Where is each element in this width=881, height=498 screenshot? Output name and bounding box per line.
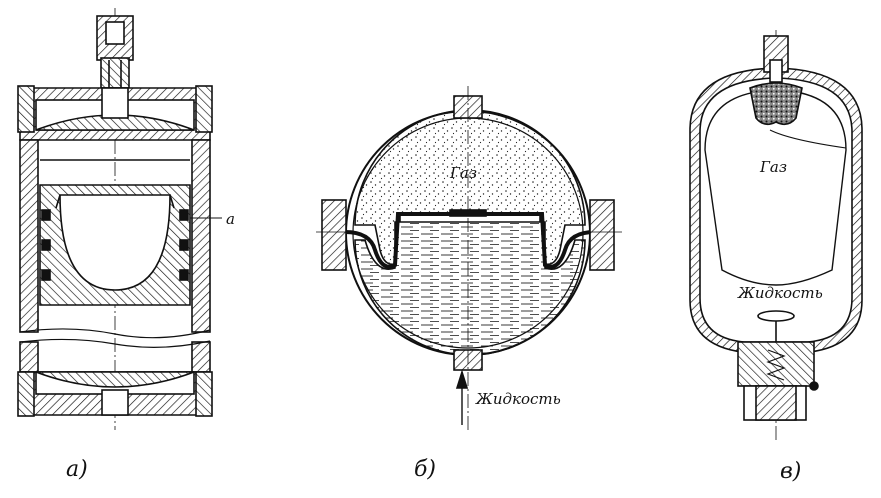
liquid-label-c: Жидкость — [737, 284, 823, 302]
bladder-accumulator-c — [689, 30, 863, 440]
gas-label-b: Газ — [449, 164, 477, 182]
caption-b: б) — [414, 457, 436, 482]
callout-label-a: a — [226, 210, 235, 228]
caption-c: в) — [780, 459, 801, 484]
diaphragm-accumulator-b — [316, 86, 622, 430]
caption-a: а) — [66, 457, 88, 482]
liquid-label-b: Жидкость — [475, 390, 561, 408]
piston-accumulator-a — [17, 8, 222, 430]
gas-label-c: Газ — [759, 158, 787, 176]
